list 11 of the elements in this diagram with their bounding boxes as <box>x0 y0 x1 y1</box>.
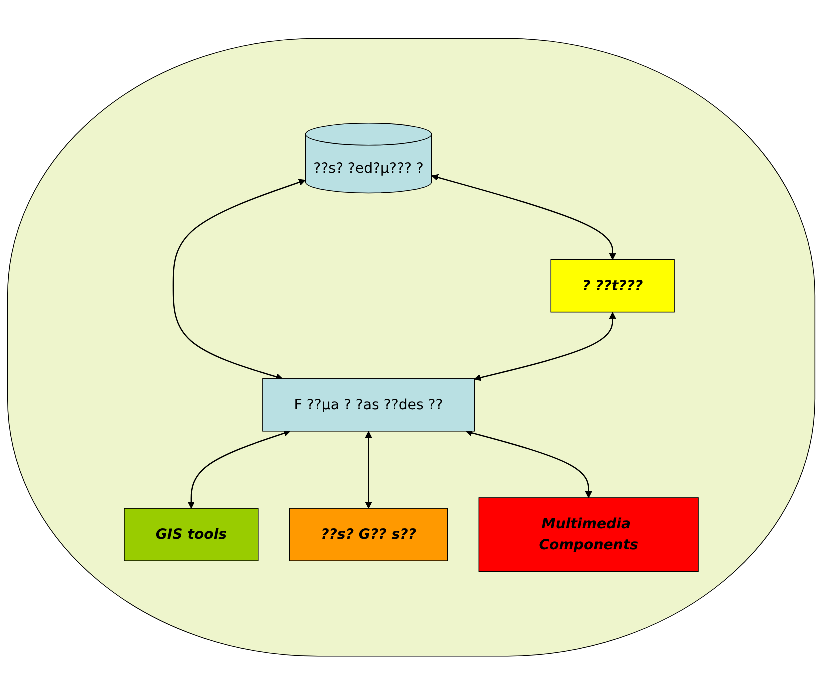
arrow <box>365 431 372 509</box>
node-box: GIS tools <box>124 508 259 562</box>
arrow <box>474 312 616 382</box>
node-box: ??s? G?? s?? <box>289 508 448 562</box>
arrow <box>188 430 291 509</box>
arrow <box>432 174 616 260</box>
arrow <box>466 430 592 498</box>
node-box: F ??µa ? ?as ??des ?? <box>262 378 475 432</box>
node-box: Multimedia Components <box>478 498 699 572</box>
arrow <box>172 179 306 380</box>
node-box: ? ??t??? <box>550 259 675 313</box>
